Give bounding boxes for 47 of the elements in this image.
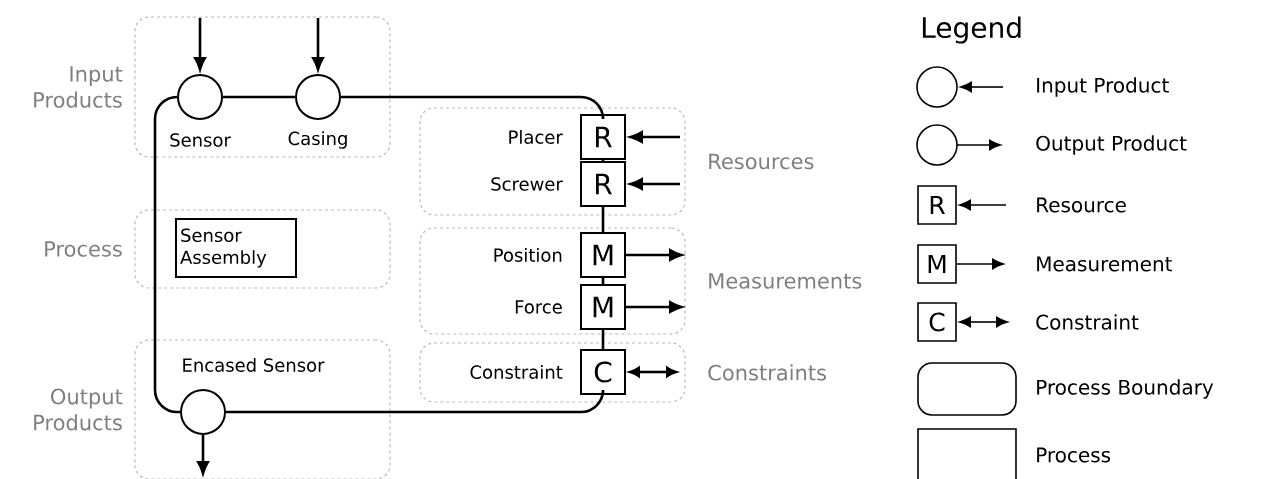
connector-line: [341, 95, 605, 121]
legend-label: Constraint: [1036, 314, 1139, 330]
legend-title: Legend: [922, 16, 1021, 44]
group-heading: Process: [45, 241, 122, 257]
arrow: [626, 249, 683, 261]
node-label: Encased Sensor: [183, 358, 325, 372]
group-heading: Measurements: [709, 273, 862, 289]
group-heading: Constraints: [708, 364, 826, 381]
group-heading: Output Products: [34, 388, 123, 431]
legend-sample-drawing: M: [917, 244, 1004, 284]
group-heading: Resources: [709, 153, 814, 170]
legend-label: Input Product: [1037, 77, 1169, 97]
group-heading: Input Products: [34, 66, 123, 108]
legend-label: Resource: [1037, 197, 1126, 213]
arrow: [197, 435, 209, 475]
node-label: Constraint: [470, 365, 563, 379]
letter-box: R: [580, 114, 626, 160]
letter-box: C: [580, 349, 626, 395]
legend-sample-drawing: C: [917, 302, 1008, 342]
arrow: [312, 18, 324, 71]
arrow: [626, 301, 683, 313]
connector-line: [601, 160, 605, 161]
node-label: Casing: [288, 131, 347, 149]
connector-line: [601, 278, 605, 284]
legend-label: Measurement: [1037, 256, 1173, 272]
legend-label: Output Product: [1036, 135, 1187, 155]
node-label: Sensor: [170, 133, 231, 147]
arrow: [629, 366, 677, 378]
node-label: Force: [515, 300, 562, 314]
connector-line: [226, 388, 605, 414]
node-label: Placer: [509, 130, 563, 144]
connector-line: [223, 95, 295, 99]
arrow: [629, 178, 680, 190]
letter-box: R: [580, 161, 626, 207]
arrow: [629, 131, 680, 143]
letter-box: M: [580, 232, 626, 278]
legend-sample-drawing: R: [917, 185, 1007, 225]
process-box: Sensor Assembly: [175, 218, 297, 278]
legend-label: Process Boundary: [1037, 379, 1214, 399]
connector-line: [601, 330, 605, 349]
node-label: Position: [494, 248, 562, 262]
node-label: Screwer: [491, 177, 563, 191]
arrow: [194, 18, 206, 71]
letter-box: M: [580, 284, 626, 330]
connector-line: [153, 95, 181, 414]
legend-label: Process: [1037, 447, 1111, 463]
connector-line: [601, 207, 605, 232]
